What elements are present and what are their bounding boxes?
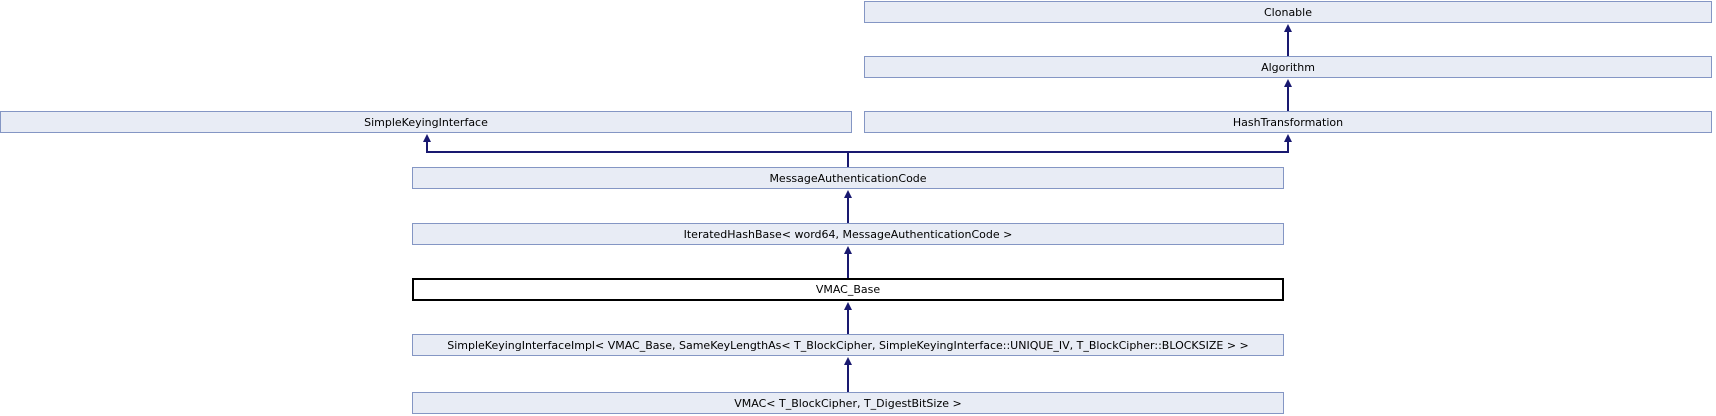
inheritance-arrowhead-algorithm-to-clonable — [1284, 24, 1292, 32]
class-node-message-authentication-code[interactable]: MessageAuthenticationCode — [412, 167, 1284, 189]
class-node-iterated-hash-base[interactable]: IteratedHashBase< word64, MessageAuthent… — [412, 223, 1284, 245]
class-node-algorithm[interactable]: Algorithm — [864, 56, 1712, 78]
class-node-simple-keying-interface-impl[interactable]: SimpleKeyingInterfaceImpl< VMAC_Base, Sa… — [412, 334, 1284, 356]
inheritance-line-impl-to-vmac-base — [847, 309, 849, 334]
inheritance-line-mac-to-simple-keying-interface — [426, 141, 428, 152]
inheritance-line-hash-transformation-to-algorithm — [1287, 86, 1289, 111]
inheritance-arrowhead-impl-to-vmac-base — [844, 302, 852, 310]
inheritance-arrowhead-mac-to-hash-transformation — [1284, 134, 1292, 142]
inheritance-arrowhead-vmac-to-impl — [844, 357, 852, 365]
inheritance-line-vmac-to-impl — [847, 364, 849, 392]
inheritance-line-mac-to-hash-transformation — [1287, 141, 1289, 152]
inheritance-line-iterated-hash-base-to-mac — [847, 197, 849, 223]
inheritance-arrowhead-hash-transformation-to-algorithm — [1284, 79, 1292, 87]
class-node-vmac[interactable]: VMAC< T_BlockCipher, T_DigestBitSize > — [412, 392, 1284, 414]
inheritance-arrowhead-iterated-hash-base-to-mac — [844, 190, 852, 198]
class-node-hash-transformation[interactable]: HashTransformation — [864, 111, 1712, 133]
inheritance-arrowhead-vmac-base-to-iterated-hash-base — [844, 246, 852, 254]
inheritance-line-mac-horizontal — [426, 151, 1289, 153]
class-node-simple-keying-interface[interactable]: SimpleKeyingInterface — [0, 111, 852, 133]
inheritance-line-algorithm-to-clonable — [1287, 31, 1289, 56]
class-node-vmac-base-current: VMAC_Base — [412, 278, 1284, 301]
class-node-clonable[interactable]: Clonable — [864, 1, 1712, 23]
inheritance-arrowhead-mac-to-simple-keying-interface — [423, 134, 431, 142]
inheritance-line-mac-stem — [847, 152, 849, 167]
inheritance-line-vmac-base-to-iterated-hash-base — [847, 253, 849, 278]
